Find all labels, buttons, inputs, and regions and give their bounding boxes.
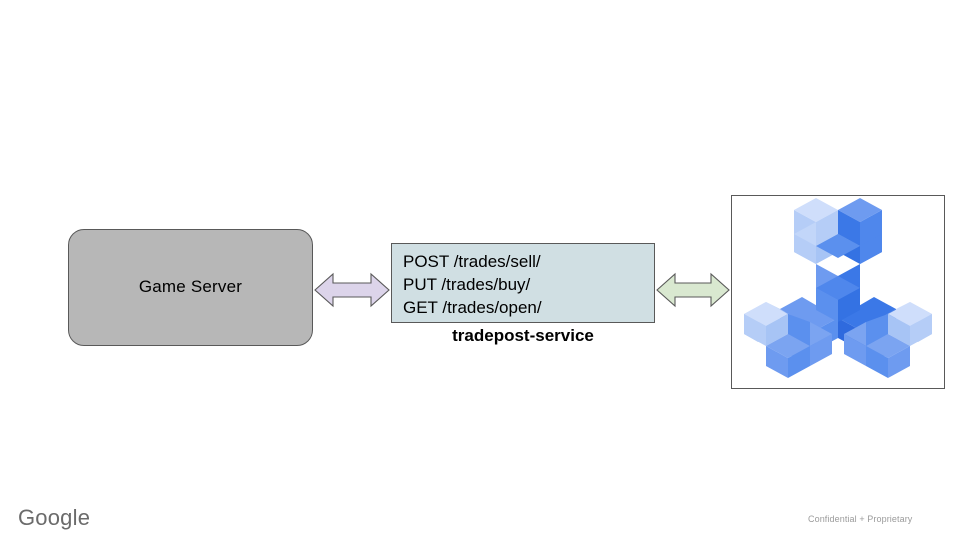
double-arrow-icon: [656, 272, 730, 308]
double-arrow-icon: [314, 272, 390, 308]
node-game-server-label: Game Server: [138, 277, 243, 297]
connector-api-to-service[interactable]: [655, 267, 731, 313]
api-endpoint-row: GET /trades/open/: [403, 298, 542, 317]
microservices-wrench-icon: [744, 198, 932, 378]
service-name-caption: tradepost-service: [452, 326, 594, 345]
service-logo-frame: [731, 195, 945, 389]
confidentiality-note: Confidential + Proprietary: [808, 514, 913, 524]
node-api-endpoints[interactable]: POST /trades/sell/ PUT /trades/buy/ GET …: [391, 243, 655, 323]
google-wordmark: Google: [18, 505, 91, 530]
node-game-server[interactable]: Game Server: [68, 229, 313, 346]
api-endpoint-row: PUT /trades/buy/: [403, 275, 531, 294]
api-endpoint-row: POST /trades/sell/: [403, 252, 541, 271]
connector-game-server-to-api[interactable]: [313, 267, 391, 313]
